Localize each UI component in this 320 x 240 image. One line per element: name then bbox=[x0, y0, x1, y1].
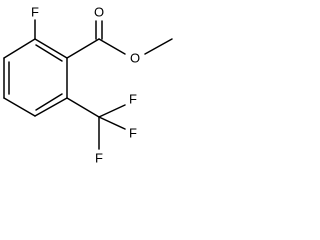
ring-inner-double-bond bbox=[35, 44, 63, 62]
ester-c-o-bond bbox=[98, 38, 126, 55]
ring-bond bbox=[34, 97, 68, 117]
ester-group bbox=[66, 20, 173, 59]
o-methyl-bond bbox=[144, 38, 173, 55]
benzene-ring bbox=[3, 38, 68, 117]
ring-bond bbox=[3, 38, 36, 59]
atom-label-f: F bbox=[129, 125, 137, 140]
atom-label-f: F bbox=[129, 91, 137, 106]
trifluoromethyl-group bbox=[66, 97, 126, 150]
c-f-bond bbox=[98, 116, 126, 130]
atom-label-o: O bbox=[130, 50, 140, 65]
ring-bond bbox=[34, 38, 68, 59]
structure-diagram: F O O F F F bbox=[3, 4, 173, 165]
ring-inner-double-bond bbox=[35, 93, 63, 111]
atom-label-f: F bbox=[95, 150, 103, 165]
atom-label-f: F bbox=[31, 4, 39, 19]
ring-cf3-bond bbox=[66, 97, 100, 118]
c-f-bond bbox=[98, 104, 126, 118]
ring-carbonyl-bond bbox=[66, 38, 100, 59]
ring-bond bbox=[3, 97, 36, 117]
atom-label-o: O bbox=[94, 4, 104, 19]
